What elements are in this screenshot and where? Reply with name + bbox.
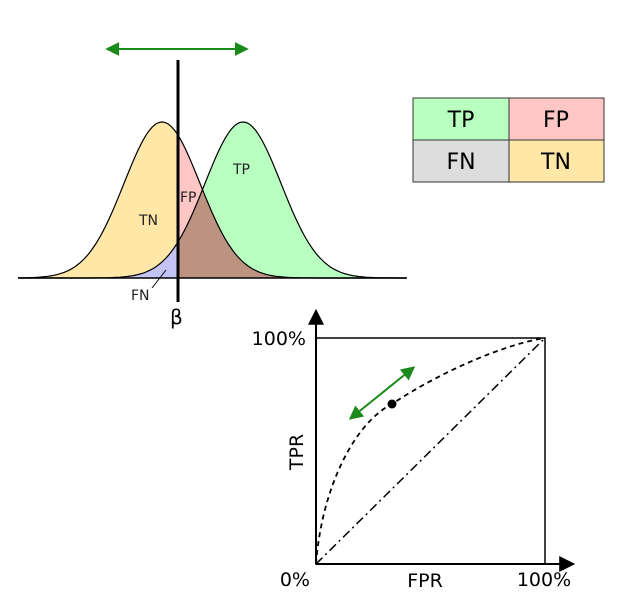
cell-tn-label: TN [540, 150, 571, 175]
fp-label: FP [180, 190, 197, 206]
tp-label: TP [232, 162, 250, 178]
overlap-region [178, 190, 407, 278]
random-classifier-diagonal [315, 337, 546, 565]
tn-region [18, 122, 407, 278]
roc-plot: 100% 0% 100% FPR TPR [252, 308, 576, 592]
tn-label: TN [138, 213, 158, 229]
cell-fn [412, 139, 510, 183]
x-axis-label: FPR [407, 570, 443, 592]
y-axis-top-tick: 100% [252, 328, 306, 350]
y-axis-label: TPR [286, 434, 308, 471]
operating-point[interactable] [387, 399, 397, 409]
cell-fn-label: FN [446, 150, 475, 175]
threshold-beta-label: β [170, 305, 183, 329]
cell-fp-label: FP [543, 108, 569, 133]
fn-leader-line [151, 269, 167, 289]
fn-label: FN [131, 288, 150, 304]
origin-tick: 0% [280, 569, 310, 591]
cell-fp [508, 97, 605, 141]
cell-tn [508, 139, 605, 183]
x-axis-right-tick: 100% [517, 569, 571, 591]
confusion-matrix: TP FP FN TN [412, 97, 605, 183]
distribution-plot: TN FP TP FN β [18, 42, 407, 329]
tp-region [18, 122, 407, 278]
operating-point-shift-arrow [348, 366, 416, 420]
cell-tp-label: TP [447, 108, 475, 133]
